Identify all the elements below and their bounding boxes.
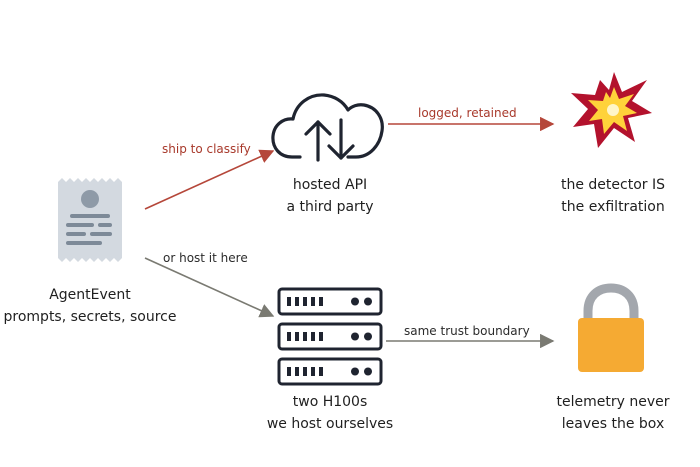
hosted-api-title: hosted API [292,177,368,193]
server-rack-icon [277,287,383,386]
source-title: AgentEvent [49,287,131,303]
detector-title: the detector IS [560,177,665,193]
edge-label-trust-boundary: same trust boundary [404,324,530,338]
edge-label-logged-retained: logged, retained [418,106,517,120]
edge-label-host-here: or host it here [163,251,248,265]
arrow-host-here [144,257,275,318]
lock-subtitle: leaves the box [561,416,665,432]
padlock-icon [578,283,644,372]
servers-subtitle: we host ourselves [266,416,394,432]
arrow-ship-to-classify [144,149,275,210]
document-icon [58,178,122,262]
hosted-api-subtitle: a third party [286,199,374,215]
lock-title: telemetry never [556,394,670,410]
explosion-icon [571,72,652,148]
servers-label: two H100s we host ourselves [255,391,405,435]
source-subtitle: prompts, secrets, source [3,309,177,325]
hosted-api-label: hosted API a third party [260,174,400,218]
servers-title: two H100s [292,394,368,410]
detector-subtitle: the exfiltration [561,199,665,215]
cloud-sync-icon [271,93,384,162]
source-label: AgentEvent prompts, secrets, source [0,284,180,328]
lock-label: telemetry never leaves the box [540,391,686,435]
detector-label: the detector IS the exfiltration [540,174,686,218]
edge-label-ship-to-classify: ship to classify [162,142,251,156]
